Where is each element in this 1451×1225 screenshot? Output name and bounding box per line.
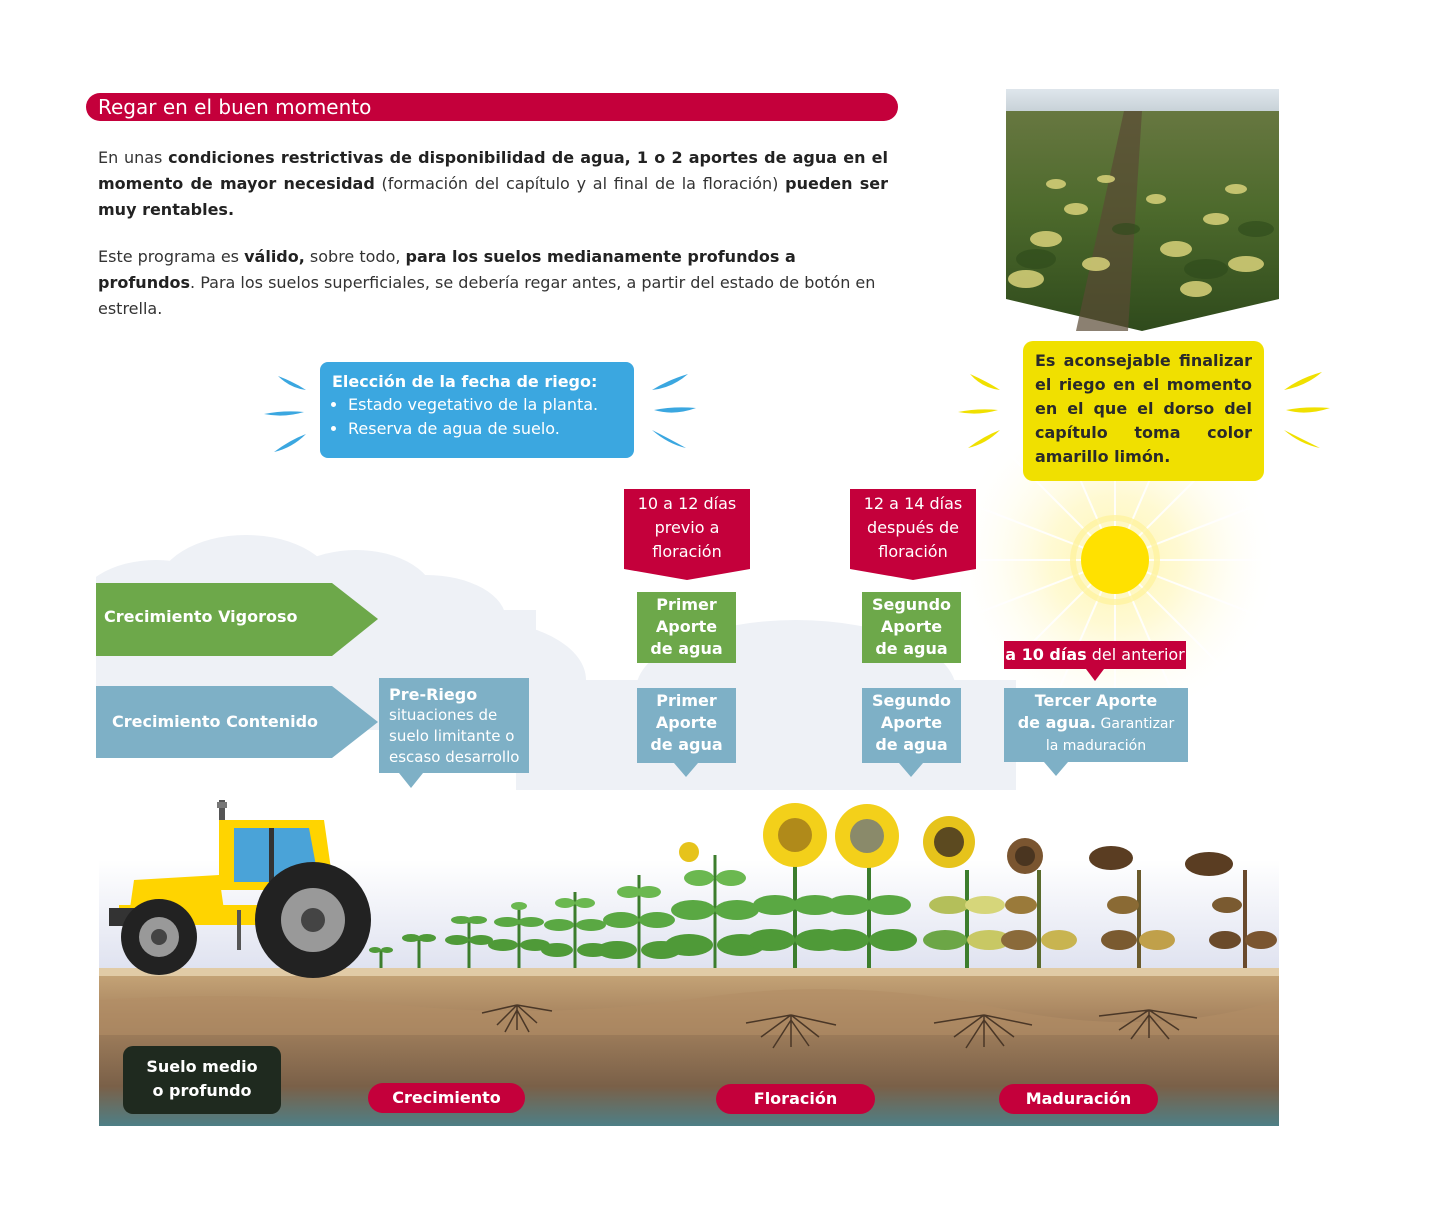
timing-line: 10 a 12 días bbox=[637, 494, 737, 513]
timing-third-bold: a 10 días bbox=[1005, 645, 1087, 664]
third-supply-rest: Garantizar bbox=[1096, 716, 1175, 732]
text-segment: En unas bbox=[98, 148, 169, 167]
plant-growth-sequence bbox=[369, 842, 765, 968]
timing-before-text: 10 a 12 días previo a floración bbox=[624, 492, 750, 564]
text-bold-segment: pueden ser muy rentables. bbox=[98, 174, 889, 219]
program-paragraph: Este programa es válido, sobre todo, par… bbox=[98, 244, 888, 322]
supply-line: Aporte bbox=[655, 713, 718, 732]
text-segment: . Para los suelos superficiales, se debe… bbox=[98, 273, 876, 318]
phase-growth: Crecimiento bbox=[368, 1083, 525, 1113]
pre-irrigation-box: Pre-Riego situaciones de suelo limitante… bbox=[389, 684, 527, 768]
soil-line: Suelo medio bbox=[146, 1057, 258, 1076]
vigorous-growth-label: Crecimiento Vigoroso bbox=[104, 607, 298, 626]
second-supply-contained-shape bbox=[862, 688, 961, 777]
supply-line: Segundo bbox=[871, 691, 952, 710]
supply-line: de agua bbox=[875, 735, 948, 754]
pre-irrigation-box-shape bbox=[379, 678, 529, 788]
supply-line: Segundo bbox=[871, 595, 952, 614]
supply-line: de agua bbox=[875, 639, 948, 658]
second-supply-vigorous: Segundo Aporte de agua bbox=[862, 592, 961, 663]
text-segment: sobre todo, bbox=[304, 247, 406, 266]
tractor-icon bbox=[109, 800, 371, 978]
vigorous-growth-arrow bbox=[96, 583, 378, 656]
blue-spark-left-icon bbox=[264, 376, 306, 452]
sunflower-blooms bbox=[747, 803, 1011, 968]
first-supply-contained: Primer Aporte de agua bbox=[637, 690, 736, 756]
third-supply-bold: de agua. bbox=[1017, 713, 1097, 732]
supply-line: Aporte bbox=[880, 617, 943, 636]
phase-maturation: Maduración bbox=[999, 1084, 1158, 1114]
first-supply-contained-shape bbox=[637, 688, 736, 777]
yellow-spark-right-icon bbox=[1284, 372, 1330, 448]
third-supply-line1: Tercer Aporte bbox=[1034, 691, 1158, 710]
timing-tag-third bbox=[1004, 641, 1186, 681]
text-bold-segment: válido, bbox=[244, 247, 305, 266]
supply-line: de agua bbox=[650, 735, 723, 754]
timing-third-text: a 10 días del anterior bbox=[1004, 643, 1186, 667]
irrigation-date-heading: Elección de la fecha de riego: bbox=[332, 372, 598, 391]
timing-line: 12 a 14 días bbox=[863, 494, 963, 513]
text-bold-segment: condiciones restrictivas de disponibilid… bbox=[98, 148, 889, 193]
timing-line: previo a bbox=[654, 518, 720, 537]
list-item: Reserva de agua de suelo. bbox=[348, 417, 622, 441]
supply-line: Aporte bbox=[655, 617, 718, 636]
phase-flowering: Floración bbox=[716, 1084, 875, 1114]
supply-line: Aporte bbox=[880, 713, 943, 732]
text-bold-segment: para los suelos medianamente profundos a… bbox=[98, 247, 796, 292]
third-supply-shape bbox=[1004, 688, 1188, 776]
timing-third-rest: del anterior bbox=[1086, 645, 1185, 664]
first-supply-vigorous: Primer Aporte de agua bbox=[637, 592, 736, 663]
soil-type-label: Suelo medio o profundo bbox=[123, 1046, 281, 1114]
third-supply-line3: la maduración bbox=[1045, 738, 1147, 754]
pre-irrigation-title: Pre-Riego bbox=[389, 685, 478, 704]
pre-irrigation-line: suelo limitante o bbox=[389, 727, 515, 745]
timing-line: floración bbox=[652, 542, 722, 561]
section-title: Regar en el buen momento bbox=[86, 93, 898, 121]
contained-growth-label: Crecimiento Contenido bbox=[112, 712, 319, 731]
soil-line: o profundo bbox=[152, 1081, 252, 1100]
timing-after-text: 12 a 14 días después de floración bbox=[850, 492, 976, 564]
supply-line: Primer bbox=[656, 595, 717, 614]
pre-irrigation-line: situaciones de bbox=[389, 706, 498, 724]
pre-irrigation-line: escaso desarrollo bbox=[389, 748, 520, 766]
yellow-spark-left-icon bbox=[958, 374, 1000, 448]
advice-box: Es aconsejable finalizar el riego en el … bbox=[1023, 341, 1264, 481]
contained-growth-arrow bbox=[96, 686, 378, 758]
irrigation-date-box: Elección de la fecha de riego: Estado ve… bbox=[320, 362, 634, 458]
text-segment: Este programa es bbox=[98, 247, 245, 266]
intro-paragraph: En unas condiciones restrictivas de disp… bbox=[98, 145, 888, 223]
blue-spark-right-icon bbox=[652, 374, 696, 448]
sunflower-field-photo bbox=[1006, 89, 1279, 331]
second-supply-contained: Segundo Aporte de agua bbox=[862, 690, 961, 756]
mature-sunflowers bbox=[1001, 838, 1277, 968]
timing-line: floración bbox=[878, 542, 948, 561]
third-supply-box: Tercer Aporte de agua. Garantizar la mad… bbox=[1004, 690, 1188, 757]
supply-line: Primer bbox=[656, 691, 717, 710]
list-item: Estado vegetativo de la planta. bbox=[348, 393, 622, 417]
supply-line: de agua bbox=[650, 639, 723, 658]
text-segment: (formación del capítulo y al final de la… bbox=[374, 174, 786, 193]
timing-line: después de bbox=[867, 518, 959, 537]
